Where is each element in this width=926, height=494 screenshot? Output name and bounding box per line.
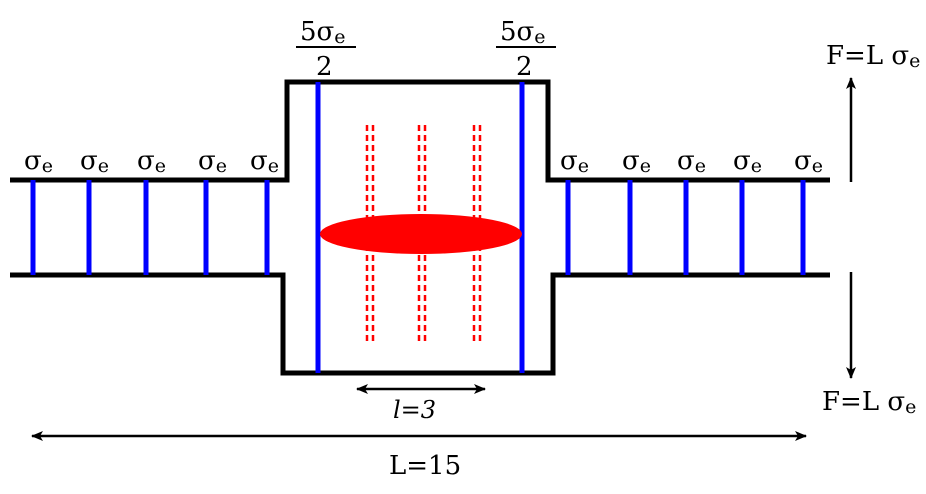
inner-length-label: l=3 bbox=[393, 396, 436, 424]
ellipse-crack-icon bbox=[320, 214, 522, 254]
total-length-label: L=15 bbox=[389, 451, 461, 481]
svg-text:5σe: 5σe bbox=[300, 17, 346, 48]
svg-text:σe: σe bbox=[198, 146, 227, 177]
bonds-left bbox=[30, 180, 270, 275]
svg-text:σe: σe bbox=[137, 146, 166, 177]
svg-text:σe: σe bbox=[622, 146, 651, 177]
bonds-right bbox=[565, 180, 806, 275]
svg-text:σe: σe bbox=[794, 146, 823, 177]
specimen-outline-top bbox=[10, 79, 830, 183]
svg-text:σe: σe bbox=[24, 146, 53, 177]
svg-text:2: 2 bbox=[316, 52, 333, 82]
svg-text:5σe: 5σe bbox=[500, 17, 546, 48]
specimen-outline-bottom bbox=[10, 272, 830, 376]
force-label-top: F=L σe bbox=[826, 41, 920, 72]
svg-text:σe: σe bbox=[733, 146, 762, 177]
svg-text:σe: σe bbox=[677, 146, 706, 177]
svg-text:2: 2 bbox=[516, 52, 533, 82]
fraction-label-left: 5σe 2 bbox=[296, 17, 356, 82]
svg-text:σe: σe bbox=[560, 146, 589, 177]
stress-labels-left: σe σe σe σe σe bbox=[24, 146, 279, 177]
svg-text:σe: σe bbox=[250, 146, 279, 177]
fraction-label-right: 5σe 2 bbox=[496, 17, 556, 82]
svg-text:σe: σe bbox=[80, 146, 109, 177]
force-label-bottom: F=L σe bbox=[822, 387, 916, 418]
stress-labels-right: σe σe σe σe σe bbox=[560, 146, 823, 177]
